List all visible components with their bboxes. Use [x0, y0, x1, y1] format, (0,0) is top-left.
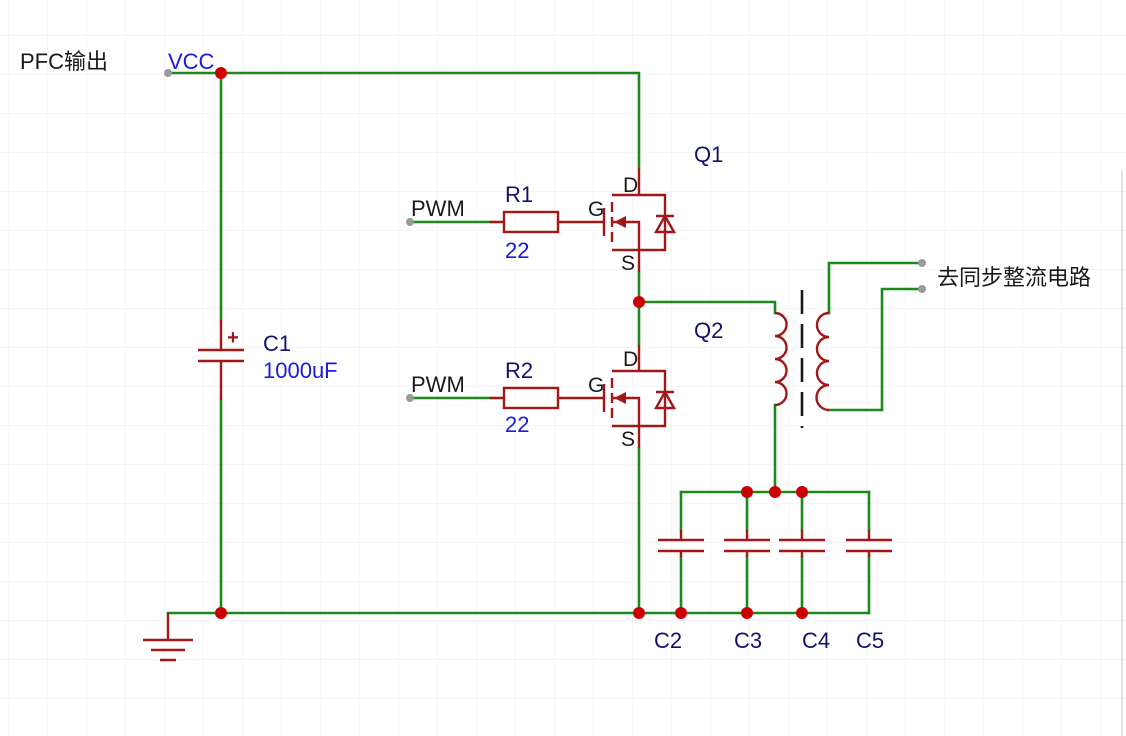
junction-dot — [215, 67, 227, 79]
wire-sec-bottom[interactable] — [827, 287, 922, 412]
transformer-secondary — [815, 311, 830, 412]
wire-mid-to-tx[interactable] — [637, 300, 777, 315]
resistor-r1[interactable] — [490, 210, 590, 234]
q2-drain-label: D — [623, 348, 638, 371]
transformer-primary — [774, 311, 788, 407]
wires — [166, 71, 922, 615]
pwm1-port-pin[interactable] — [406, 218, 414, 226]
junction-dot — [741, 607, 753, 619]
junction-dot — [769, 486, 781, 498]
vcc-net-label: VCC — [168, 49, 215, 74]
junction-dot — [741, 486, 753, 498]
mosfet-q2[interactable] — [590, 345, 677, 448]
output-port-pin[interactable] — [918, 285, 926, 293]
c1-ref-label: C1 — [263, 331, 291, 356]
r1-ref-label: R1 — [505, 182, 533, 207]
capacitor-c4[interactable] — [779, 530, 825, 557]
vcc-port-pin[interactable] — [164, 69, 172, 77]
c4-ref-label: C4 — [802, 628, 830, 653]
r1-value-label: 22 — [505, 238, 529, 263]
net-pins — [164, 69, 926, 402]
q1-source-label: S — [621, 252, 635, 275]
q2-gate-label: G — [588, 374, 604, 397]
pwm1-net-label: PWM — [411, 196, 465, 221]
pfc-output-label: PFC输出 — [20, 49, 108, 74]
c1-polarity-mark: + — [227, 327, 239, 349]
transformer[interactable] — [774, 290, 830, 428]
c2-ref-label: C2 — [654, 628, 682, 653]
q2-source-label: S — [621, 428, 635, 451]
junction-dot — [796, 486, 808, 498]
pwm2-net-label: PWM — [411, 372, 465, 397]
resistor-r2[interactable] — [490, 386, 590, 410]
junction-dot — [633, 607, 645, 619]
c5-ref-label: C5 — [856, 628, 884, 653]
output-net-label: 去同步整流电路 — [937, 265, 1091, 290]
c3-ref-label: C3 — [734, 628, 762, 653]
output-port-pin[interactable] — [918, 259, 926, 267]
q1-ref-label: Q1 — [694, 142, 723, 167]
pwm2-port-pin[interactable] — [406, 394, 414, 402]
capacitor-c5[interactable] — [846, 530, 892, 557]
junction-dot — [215, 607, 227, 619]
q2-ref-label: Q2 — [694, 318, 723, 343]
mosfet-q1[interactable] — [590, 168, 677, 272]
r2-ref-label: R2 — [505, 358, 533, 383]
q1-drain-label: D — [623, 174, 638, 197]
junction-dot — [675, 607, 687, 619]
junctions — [215, 67, 808, 619]
capacitor-c1[interactable]: + — [198, 320, 244, 400]
wire-vcc-rail[interactable] — [166, 71, 641, 170]
q1-gate-label: G — [588, 198, 604, 221]
ground-symbol[interactable] — [143, 613, 193, 662]
wire-sec-top[interactable] — [827, 261, 922, 315]
c1-value-label: 1000uF — [263, 358, 338, 383]
junction-dot — [633, 296, 645, 308]
r2-value-label: 22 — [505, 412, 529, 437]
capacitor-c2[interactable] — [658, 530, 704, 557]
junction-dot — [796, 607, 808, 619]
capacitor-c3[interactable] — [724, 530, 770, 557]
